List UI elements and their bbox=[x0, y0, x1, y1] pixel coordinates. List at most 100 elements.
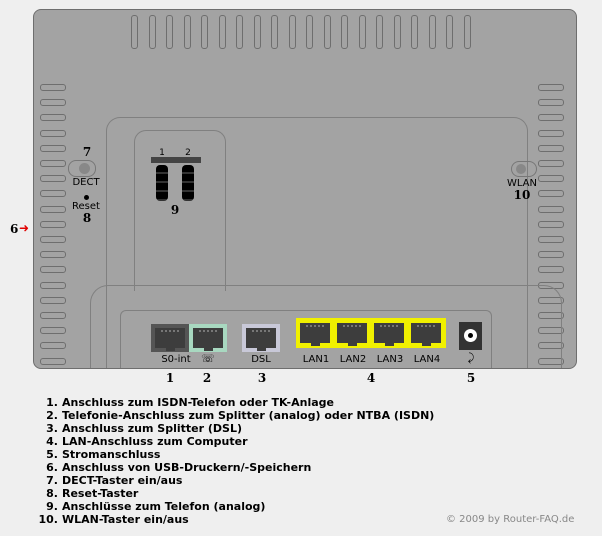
lan2-port[interactable] bbox=[333, 319, 371, 347]
vent-slot bbox=[538, 84, 564, 91]
vent-slot bbox=[40, 114, 66, 122]
legend-item: 5. Stromanschluss bbox=[38, 448, 434, 461]
legend-number: 8. bbox=[46, 487, 58, 500]
vent-slot bbox=[538, 99, 564, 107]
dsl-port[interactable] bbox=[242, 324, 280, 352]
vent-slot bbox=[538, 342, 564, 350]
legend-number: 3. bbox=[46, 422, 58, 435]
vent-slot bbox=[40, 205, 66, 213]
vent-slot bbox=[40, 357, 66, 365]
vent-slot bbox=[40, 220, 66, 228]
vent-slot bbox=[40, 175, 66, 183]
legend-text: Telefonie-Anschluss zum Splitter (analog… bbox=[62, 409, 435, 422]
legend-item: 9.Anschlüsse zum Telefon (analog) bbox=[38, 500, 434, 513]
label-4: 4 bbox=[366, 371, 376, 385]
vent-slot bbox=[538, 251, 564, 259]
vent-slot bbox=[428, 15, 436, 49]
router-back-panel bbox=[33, 9, 577, 369]
phone-port-1[interactable] bbox=[156, 165, 168, 201]
vent-slot bbox=[148, 15, 156, 49]
vent-slot bbox=[288, 15, 296, 49]
legend-text: Anschluss zum Splitter (DSL) bbox=[62, 422, 242, 435]
vent-slot bbox=[218, 15, 226, 49]
legend-number: 1. bbox=[46, 396, 58, 409]
phone-port[interactable] bbox=[189, 324, 227, 352]
label-1: 1 bbox=[165, 371, 175, 385]
legend-text: Anschluss zum ISDN-Telefon oder TK-Anlag… bbox=[62, 396, 334, 409]
vent-slot bbox=[40, 266, 66, 274]
vent-slot bbox=[538, 129, 564, 137]
vent-slot bbox=[306, 15, 313, 49]
lan3-port[interactable] bbox=[370, 319, 408, 347]
s0-int-label: S0-int bbox=[161, 354, 191, 365]
vent-slot bbox=[271, 15, 278, 49]
vent-slot bbox=[538, 327, 564, 335]
wlan-button[interactable] bbox=[511, 161, 537, 177]
phone-port-2[interactable] bbox=[182, 165, 194, 201]
vent-slot bbox=[201, 15, 208, 49]
vent-slot bbox=[40, 99, 66, 107]
vent-slot bbox=[538, 175, 564, 183]
legend-text: LAN-Anschluss zum Computer bbox=[62, 435, 248, 448]
raised-panel bbox=[106, 117, 528, 368]
vent-slot bbox=[538, 205, 564, 213]
legend-number: 10. bbox=[38, 513, 59, 526]
legend-text: DECT-Taster ein/aus bbox=[62, 474, 183, 487]
arrow-right-icon: ➜ bbox=[19, 221, 30, 235]
vent-slot bbox=[538, 114, 564, 122]
s0-int-port[interactable] bbox=[151, 324, 189, 352]
legend-number: 4. bbox=[46, 435, 58, 448]
vent-slot bbox=[166, 15, 173, 49]
port-bar bbox=[151, 157, 201, 163]
vent-slot bbox=[40, 327, 66, 335]
copyright: © 2009 by Router-FAQ.de bbox=[446, 514, 575, 525]
legend-item: 4. LAN-Anschluss zum Computer bbox=[38, 435, 434, 448]
legend-item: 6.Anschluss von USB-Druckern/-Speichern bbox=[38, 461, 434, 474]
vent-slot bbox=[323, 15, 331, 49]
legend-item: 2. Telefonie-Anschluss zum Splitter (anal… bbox=[38, 409, 434, 422]
vent-slot bbox=[40, 84, 66, 91]
port-label-2: 2 bbox=[185, 148, 191, 158]
reset-label: Reset bbox=[72, 201, 100, 212]
phone-icon: ☏ bbox=[201, 352, 215, 365]
dect-button[interactable] bbox=[68, 160, 96, 177]
legend-item: 7.DECT-Taster ein/aus bbox=[38, 474, 434, 487]
vent-slot bbox=[40, 342, 66, 350]
legend-number: 2. bbox=[46, 409, 58, 422]
port-strip bbox=[120, 310, 492, 368]
vent-slot bbox=[376, 15, 383, 49]
vent-slot bbox=[40, 144, 66, 152]
dect-label: DECT bbox=[72, 177, 100, 188]
legend-text: Anschlüsse zum Telefon (analog) bbox=[62, 500, 266, 513]
legend-item: 8. Reset-Taster bbox=[38, 487, 434, 500]
vent-slot bbox=[40, 160, 66, 167]
legend-list: 1. Anschluss zum ISDN-Telefon oder TK-Anl… bbox=[38, 396, 435, 526]
lan4-label: LAN4 bbox=[413, 354, 441, 365]
reset-button[interactable] bbox=[84, 195, 89, 200]
lan4-port[interactable] bbox=[407, 319, 445, 347]
vent-slot bbox=[538, 312, 564, 319]
label-6: 6 bbox=[10, 222, 19, 236]
vent-slot bbox=[446, 15, 453, 49]
port-label-1: 1 bbox=[159, 148, 165, 158]
vent-slot bbox=[40, 312, 66, 319]
power-port[interactable] bbox=[459, 322, 482, 350]
legend-item: 3. Anschluss zum Splitter (DSL) bbox=[38, 422, 434, 435]
legend-text: Stromanschluss bbox=[62, 448, 161, 461]
vent-slot bbox=[358, 15, 366, 49]
label-7: 7 bbox=[82, 145, 92, 159]
legend-number: 6. bbox=[46, 461, 58, 474]
vent-slot bbox=[538, 144, 564, 152]
legend-number: 5. bbox=[46, 448, 58, 461]
legend-text: Reset-Taster bbox=[62, 487, 139, 500]
legend-item: 1. Anschluss zum ISDN-Telefon oder TK-Anl… bbox=[38, 396, 434, 409]
vent-slot bbox=[538, 266, 564, 274]
wlan-label: WLAN bbox=[506, 178, 538, 189]
label-5: 5 bbox=[466, 371, 476, 385]
vent-slot bbox=[393, 15, 401, 49]
vent-slot bbox=[341, 15, 348, 49]
vent-slot bbox=[411, 15, 418, 49]
vent-slot bbox=[538, 190, 564, 198]
lan1-port[interactable] bbox=[296, 319, 334, 347]
